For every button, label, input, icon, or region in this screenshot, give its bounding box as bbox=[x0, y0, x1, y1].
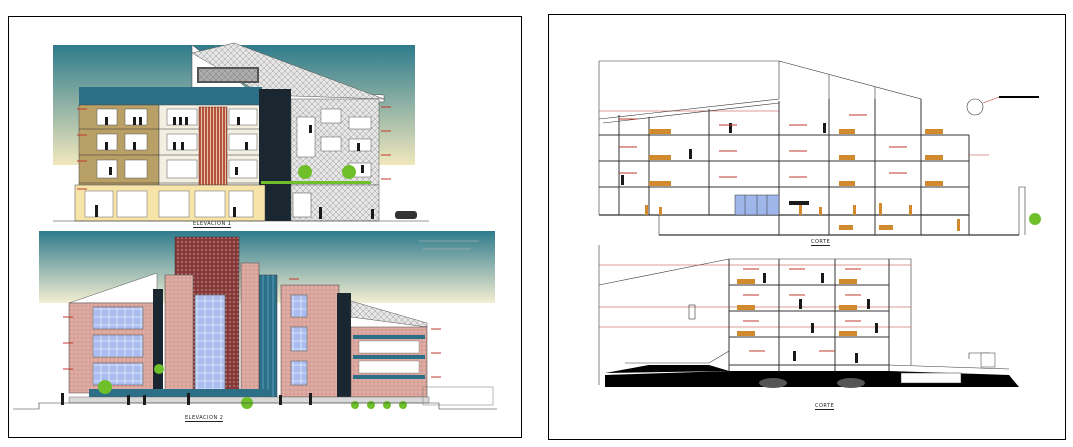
car-icon bbox=[395, 211, 417, 219]
elevations-sheet: ELEVACION 1 ELEVACION 2 bbox=[8, 16, 522, 438]
cross-section bbox=[598, 245, 1010, 385]
cross-section-caption: CORTE bbox=[815, 403, 835, 410]
rear-elevation bbox=[13, 231, 497, 410]
rear-elevation-caption: ELEVACION 2 bbox=[185, 415, 224, 422]
teal-band bbox=[79, 87, 262, 105]
sections-sheet: CORTE CORTE bbox=[548, 14, 1066, 440]
car-icon bbox=[759, 378, 787, 388]
cross-section-figures bbox=[605, 268, 1019, 388]
wood-slat-panel bbox=[198, 106, 228, 186]
front-elevation bbox=[53, 42, 429, 222]
front-elevation-caption: ELEVACION 1 bbox=[193, 221, 232, 228]
sections-drawing bbox=[598, 60, 1041, 388]
car-icon bbox=[837, 378, 865, 388]
long-section-caption: CORTE bbox=[811, 239, 831, 246]
elevations-drawing bbox=[13, 42, 497, 410]
section-furniture bbox=[619, 114, 1041, 231]
